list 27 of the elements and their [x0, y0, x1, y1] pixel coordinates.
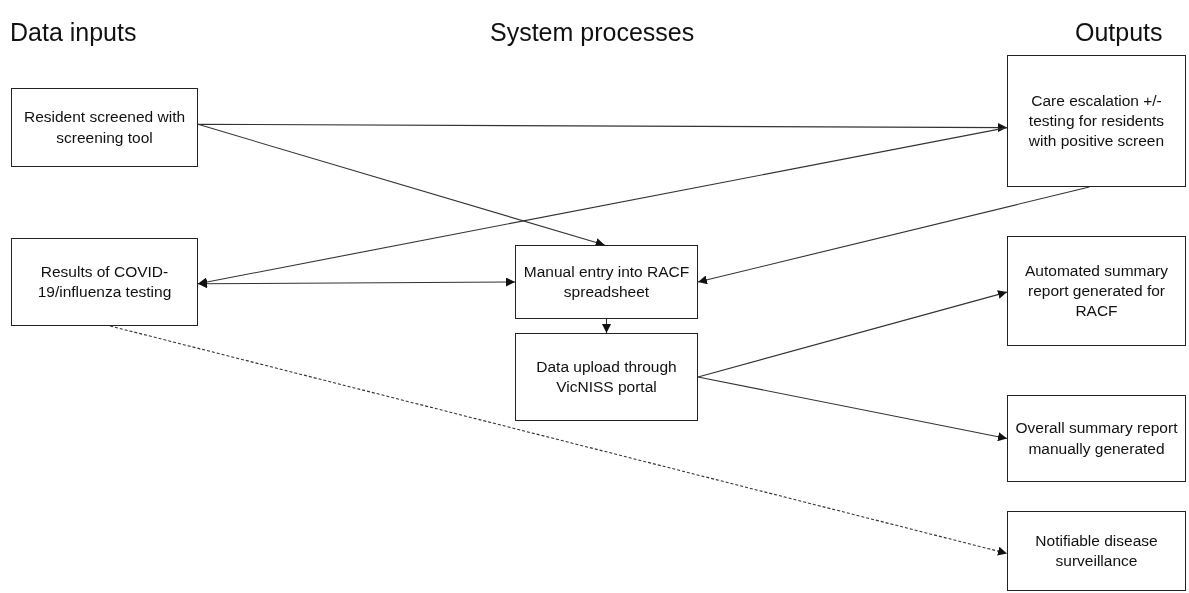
box-text: Notifiable disease surveillance — [1034, 530, 1159, 571]
process-box — [515, 333, 698, 421]
process-box — [1007, 55, 1186, 187]
process-box — [515, 245, 698, 319]
process-box — [11, 238, 198, 326]
arrow — [197, 123, 1008, 133]
box-text: Care escalation +/- testing for residents with positive screen — [1027, 90, 1166, 152]
column-heading: Outputs — [1075, 18, 1163, 47]
arrow — [697, 376, 1008, 442]
arrow — [697, 290, 1008, 378]
box-text: Overall summary report manually generated — [1014, 418, 1179, 459]
dashed-arrow — [109, 325, 1008, 556]
process-box — [1007, 395, 1186, 482]
process-box — [1007, 236, 1186, 346]
box-text: Results of COVID-19/influenza testing — [36, 261, 173, 302]
arrow — [697, 186, 1090, 285]
box-text: Resident screened with screening tool — [22, 107, 187, 148]
process-box — [11, 88, 198, 167]
arrow — [197, 123, 606, 247]
column-heading: Data inputs — [10, 18, 137, 47]
box-text: Data upload through VicNISS portal — [535, 356, 678, 397]
arrow — [602, 318, 611, 334]
box-text: Automated summary report generated for RACF — [1024, 260, 1169, 322]
column-heading: System processes — [490, 18, 695, 47]
box-text: Manual entry into RACF spreadsheet — [522, 261, 691, 302]
process-box — [1007, 511, 1186, 591]
arrow — [197, 277, 516, 289]
